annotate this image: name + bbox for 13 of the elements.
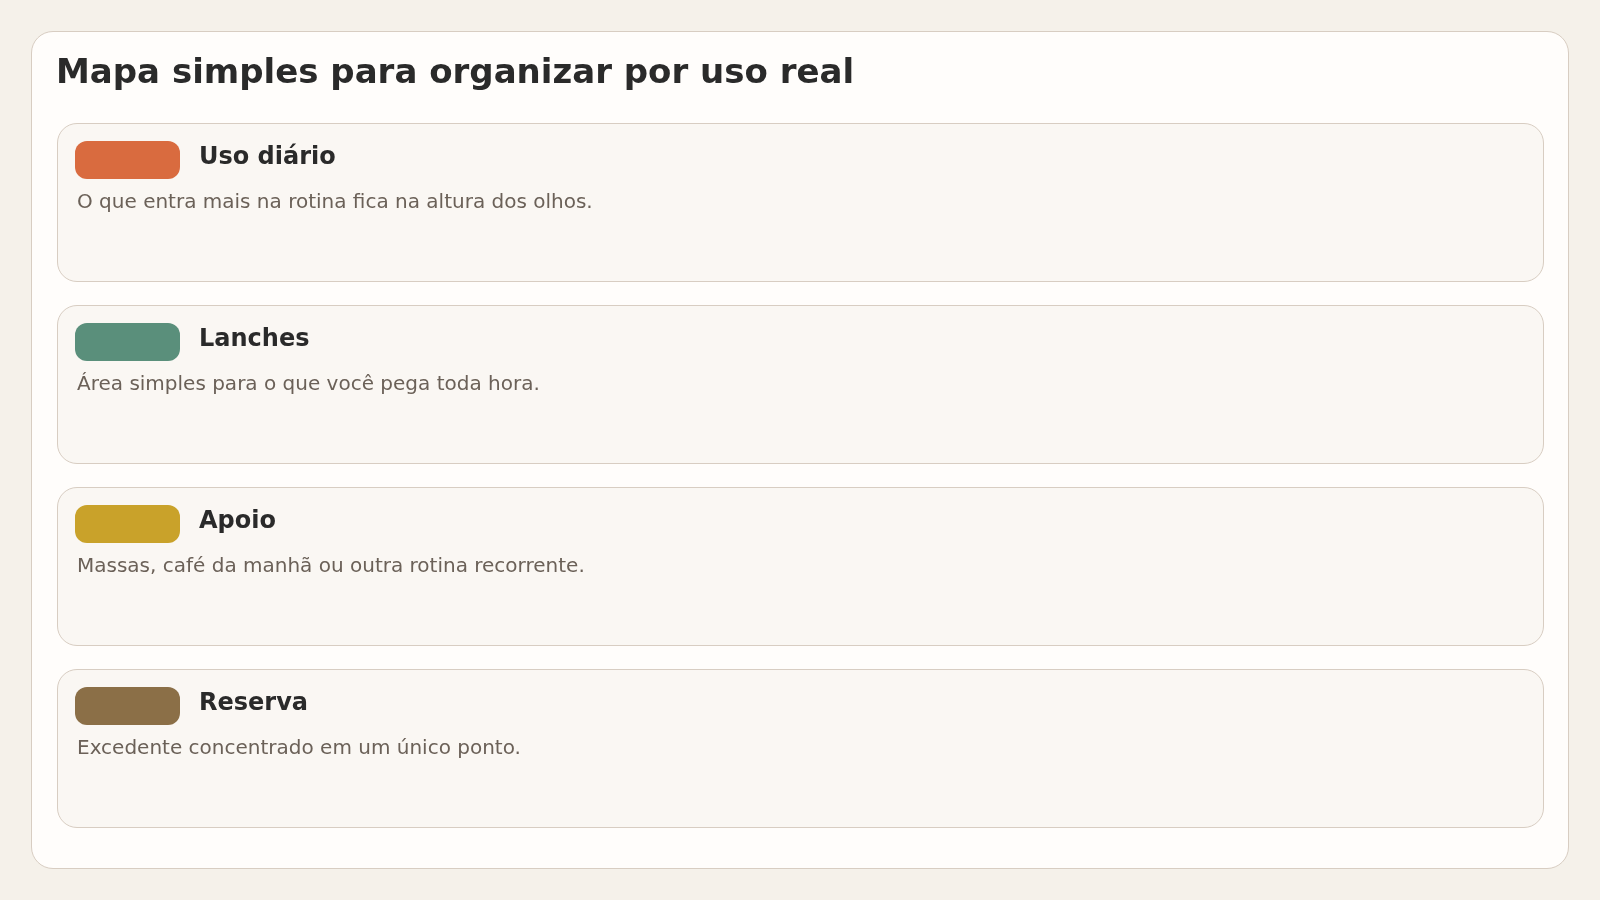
category-card [57, 487, 1544, 646]
category-card [57, 305, 1544, 464]
card-description: Área simples para o que você pega toda hora. [77, 371, 541, 395]
card-heading: Apoio [199, 505, 276, 534]
category-card [57, 669, 1544, 828]
card-heading: Lanches [199, 323, 310, 352]
category-card [57, 123, 1544, 282]
card-description: O que entra mais na rotina fica na altura dos olhos. [77, 189, 594, 213]
title: Mapa simples para organizar por uso real [56, 51, 855, 91]
card-heading: Uso diário [199, 141, 336, 170]
card-heading: Reserva [199, 687, 308, 716]
card-description: Massas, café da manhã ou outra rotina recorrente. [77, 553, 586, 577]
card-description: Excedente concentrado em um único ponto. [77, 735, 522, 759]
